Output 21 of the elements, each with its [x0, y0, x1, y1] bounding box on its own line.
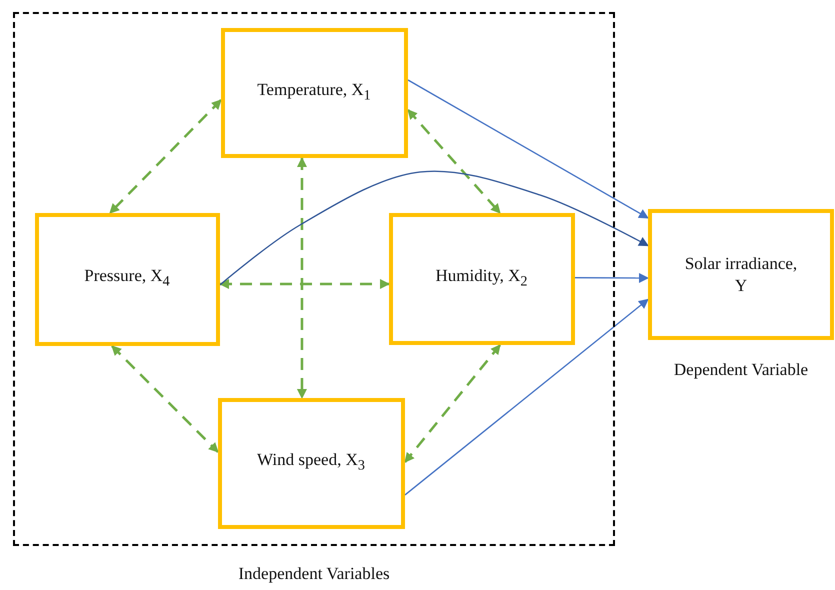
variable-box [388, 212, 574, 344]
arrow [220, 170, 649, 286]
variable-label: Pressure, X$_{4}$ [84, 265, 170, 292]
arrow [408, 79, 649, 219]
arrow [575, 273, 649, 283]
caption-text: Dependent Variable [674, 360, 808, 380]
arrow [404, 298, 649, 496]
dashed-double-arrow [404, 344, 501, 463]
dashed-double-arrow [111, 345, 219, 453]
variable-label: Solar irradiance, Y [684, 252, 798, 296]
variable-label: Wind speed, X$_{3}$ [257, 449, 365, 476]
group-heading: Independent Variables [238, 563, 390, 585]
dashed-double-arrow [296, 157, 307, 399]
variable-box [220, 28, 408, 158]
dashed-double-arrow [109, 99, 222, 214]
variable-box [34, 212, 220, 346]
variable-label: Humidity, X$_{2}$ [436, 264, 528, 292]
dashed-double-arrow [407, 109, 501, 214]
variable-label: Temperature, X$_{1}$ [257, 78, 371, 106]
variable-box [218, 398, 404, 528]
dashed-double-arrow [219, 279, 390, 290]
